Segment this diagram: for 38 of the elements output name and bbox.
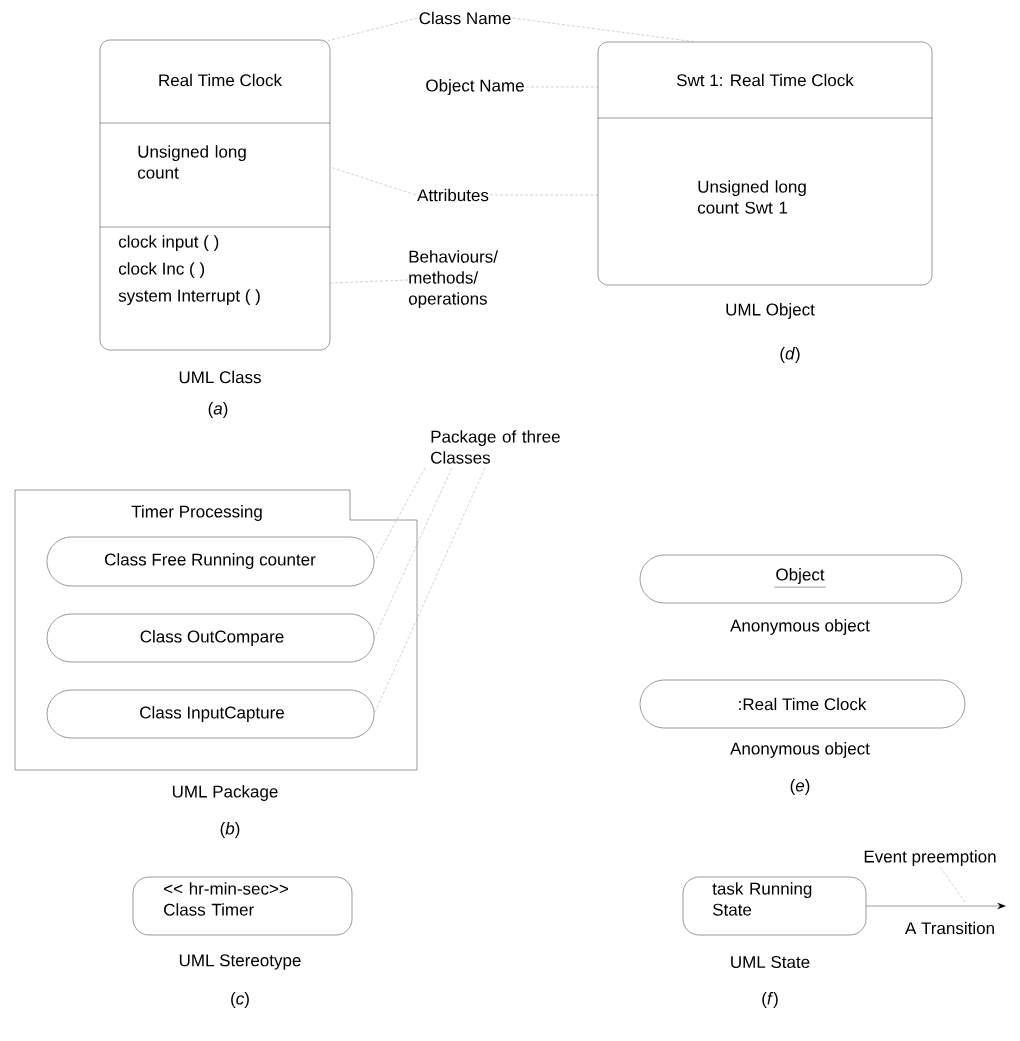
rounded-box: :Real Time Clock xyxy=(639,679,966,729)
class-box: Real Time Clock Unsigned long count clock input ( ) clock Inc ( ) system Interrupt ( ) xyxy=(99,39,331,351)
caption-text: UML Stereotype xyxy=(179,954,301,970)
caption-text: (a) xyxy=(208,402,228,418)
state-box: task Running State xyxy=(682,876,867,936)
caption-text: (c) xyxy=(231,992,249,1008)
leader-line xyxy=(330,166,417,196)
caption-text: UML State xyxy=(731,956,810,969)
leader-line xyxy=(374,467,486,715)
annotation-text: Attributes xyxy=(417,188,489,202)
caption-text: (e) xyxy=(790,779,810,795)
caption-text: UML Object xyxy=(726,303,815,319)
leader-line xyxy=(330,279,409,284)
leader-line xyxy=(374,467,453,639)
annotation-text: Package of three Classes xyxy=(431,430,560,464)
caption-text: Anonymous object xyxy=(730,742,870,758)
rounded-box: Class Free Running counter xyxy=(46,536,375,587)
annotation-text: Object Name xyxy=(426,79,524,95)
rounded-box: Class InputCapture xyxy=(46,689,375,739)
leader-line xyxy=(324,17,418,42)
leader-line xyxy=(374,467,426,562)
rounded-box: Class OutCompare xyxy=(46,613,375,663)
rounded-box: Object xyxy=(639,554,963,604)
caption-text: UML Class xyxy=(179,370,261,384)
annotation-text: Class Name xyxy=(419,11,511,25)
annotation-text: Event preemption xyxy=(864,850,996,866)
arrow xyxy=(866,902,1006,910)
leader-line xyxy=(512,17,696,42)
object-box: Swt 1: Real Time Clock Unsigned long count Swt 1 xyxy=(597,41,933,286)
caption-text: (b) xyxy=(220,822,240,838)
rounded-box: << hr-min-sec>> Class Timer xyxy=(132,876,353,936)
caption-text: (d) xyxy=(780,347,800,363)
edge-label: A Transition xyxy=(903,920,997,936)
caption-text: UML Package xyxy=(172,785,278,801)
annotation-text: Behaviours/ methods/ operations xyxy=(408,250,498,309)
leader-line xyxy=(939,866,966,903)
caption-text: Anonymous object xyxy=(730,619,870,635)
caption-text: (f) xyxy=(762,992,778,1008)
